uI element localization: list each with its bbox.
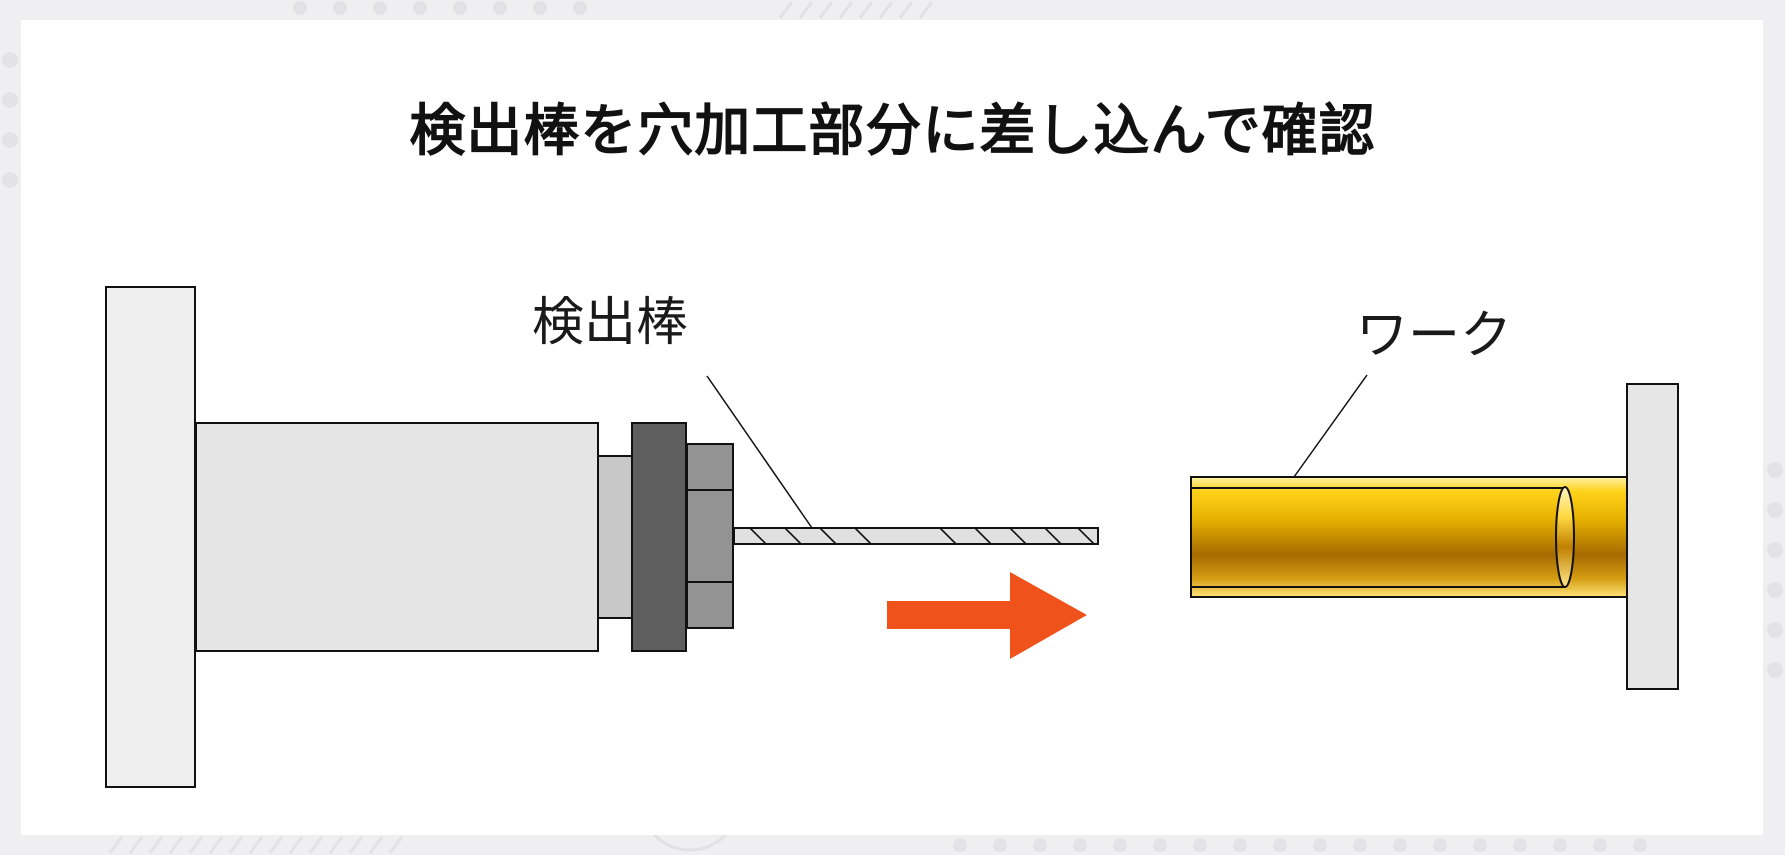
diagram-title: 検出棒を穴加工部分に差し込んで確認 [409, 99, 1376, 164]
base-plate [105, 286, 196, 788]
fixture-plate [1626, 383, 1679, 690]
hex-nut-top [686, 443, 734, 491]
hex-nut-middle [686, 489, 734, 583]
rod-leader-line [706, 375, 813, 529]
lock-nut [631, 422, 687, 652]
work-label: ワーク [1356, 306, 1513, 366]
cylinder-body [195, 422, 599, 652]
cylinder-neck [597, 455, 633, 619]
workpiece [1190, 476, 1628, 598]
hex-nut-bottom [686, 581, 734, 629]
detection-rod [733, 527, 1099, 545]
insert-direction-arrow [887, 572, 1087, 659]
work-leader-line [1293, 374, 1368, 478]
rod-label: 検出棒 [532, 293, 689, 353]
